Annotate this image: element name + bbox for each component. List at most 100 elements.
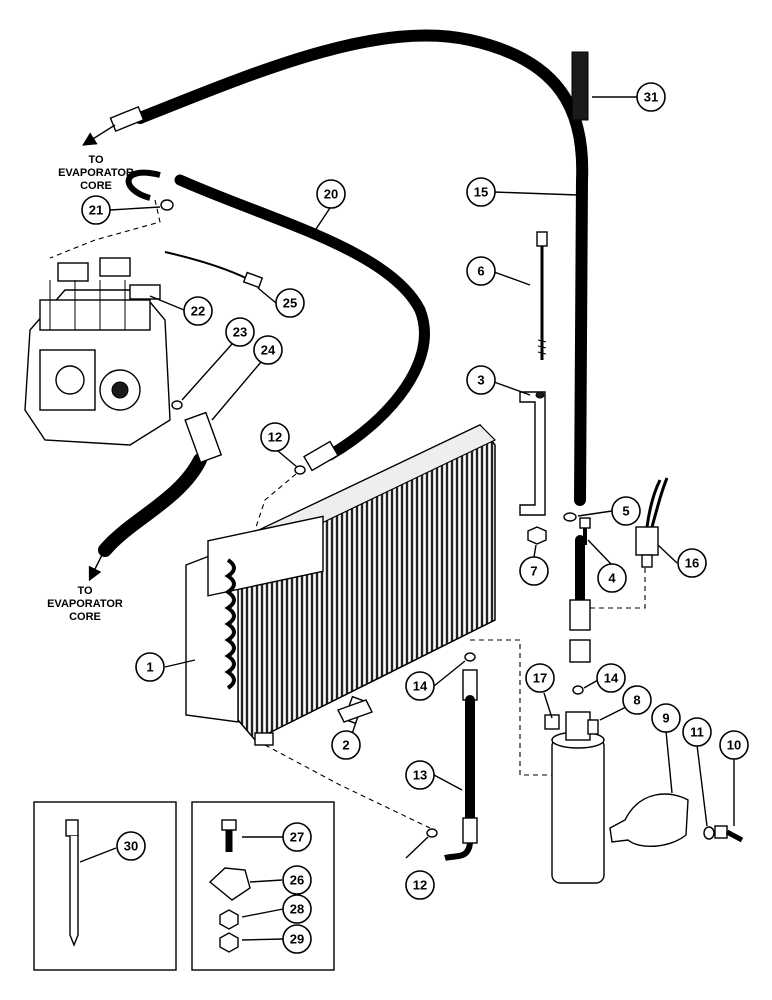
svg-text:5: 5	[622, 504, 629, 519]
o-ring-21	[160, 199, 174, 211]
leader-5	[577, 510, 613, 517]
callout-10: 10	[719, 730, 749, 760]
o-ring-12-upper	[294, 465, 306, 475]
callout-20: 20	[316, 179, 346, 209]
leader-3	[493, 381, 531, 396]
insulation-strip-31	[571, 51, 589, 121]
svg-text:17: 17	[533, 671, 547, 686]
svg-text:6: 6	[477, 264, 484, 279]
svg-text:21: 21	[89, 203, 103, 218]
svg-text:12: 12	[268, 430, 282, 445]
leader-7	[533, 544, 537, 558]
svg-text:20: 20	[324, 187, 338, 202]
wing-screw-2	[337, 695, 373, 725]
discharge-hose-top	[109, 29, 589, 506]
svg-text:1: 1	[146, 660, 153, 675]
wire-25	[164, 251, 251, 281]
leader-30	[79, 847, 117, 863]
caption-to-evaporator-top: TO EVAPORATOR CORE	[58, 154, 134, 192]
callout-5: 5	[611, 496, 641, 526]
svg-text:25: 25	[283, 296, 297, 311]
washer-11	[703, 826, 715, 840]
arrow-to-evaporator-top	[82, 124, 116, 146]
svg-text:31: 31	[644, 90, 658, 105]
bolt-6	[536, 231, 548, 360]
callout-24: 24	[253, 335, 283, 365]
svg-text:26: 26	[290, 873, 304, 888]
callout-16: 16	[677, 548, 707, 578]
callout-26: 26	[282, 865, 312, 895]
leader-6	[493, 271, 531, 286]
callout-6: 6	[466, 256, 496, 286]
bolt-27	[221, 819, 237, 852]
svg-text:7: 7	[530, 564, 537, 579]
dashed-line-12-lower	[264, 744, 431, 829]
callout-7: 7	[519, 556, 549, 586]
callout-11: 11	[682, 717, 712, 747]
svg-text:14: 14	[413, 679, 428, 694]
pressure-switch-16	[635, 477, 669, 568]
svg-text:2: 2	[342, 738, 349, 753]
pipe-lower	[569, 535, 591, 663]
callout-2: 2	[331, 730, 361, 760]
o-ring-14-right	[572, 685, 584, 695]
svg-text:16: 16	[685, 556, 699, 571]
leader-1	[164, 659, 196, 668]
svg-text:EVAPORATOR: EVAPORATOR	[47, 598, 123, 610]
svg-text:TO: TO	[88, 154, 104, 166]
svg-text:29: 29	[290, 932, 304, 947]
svg-text:9: 9	[662, 711, 669, 726]
callout-27: 27	[282, 822, 312, 852]
svg-text:4: 4	[608, 571, 616, 586]
receiver-drier-8	[544, 711, 605, 884]
leader-12-upper	[277, 450, 298, 468]
bracket-3	[519, 391, 546, 516]
suction-hose-24	[98, 411, 223, 557]
callout-14-right: 14	[596, 663, 626, 693]
clamp-26	[208, 867, 251, 901]
dashed-line-16	[590, 568, 646, 609]
leader-22	[149, 295, 185, 311]
callout-17: 17	[525, 663, 555, 693]
leader-15	[493, 191, 579, 196]
callout-4: 4	[597, 563, 627, 593]
cable-tie-30	[65, 819, 79, 947]
leader-28	[241, 908, 284, 918]
washer-23	[171, 400, 183, 410]
hose-20	[125, 169, 430, 472]
compressor	[24, 257, 171, 446]
callout-9: 9	[651, 703, 681, 733]
callout-23: 23	[225, 317, 255, 347]
svg-text:10: 10	[727, 738, 741, 753]
dashed-line-21	[49, 199, 161, 259]
svg-text:13: 13	[413, 768, 427, 783]
dashed-line-13	[470, 639, 555, 776]
callout-29: 29	[282, 924, 312, 954]
leader-11	[696, 744, 708, 827]
callout-30: 30	[116, 831, 146, 861]
strap-9	[609, 793, 689, 848]
callout-1: 1	[135, 652, 165, 682]
leader-23	[181, 343, 233, 401]
dashed-line-12-upper	[254, 473, 297, 531]
svg-text:3: 3	[477, 373, 484, 388]
svg-text:CORE: CORE	[80, 180, 112, 192]
leader-9	[665, 730, 673, 794]
leader-25	[257, 287, 277, 304]
nut-28	[219, 909, 239, 930]
svg-text:30: 30	[124, 839, 138, 854]
condenser	[185, 424, 497, 746]
svg-text:TO: TO	[77, 585, 93, 597]
callout-31: 31	[636, 82, 666, 112]
svg-text:11: 11	[690, 725, 704, 740]
leader-8	[599, 706, 627, 721]
svg-text:8: 8	[633, 693, 640, 708]
leader-17	[543, 692, 553, 719]
svg-text:14: 14	[604, 671, 619, 686]
callout-12-lower: 12	[405, 870, 435, 900]
callout-22: 22	[183, 296, 213, 326]
nut-7	[527, 526, 547, 545]
callout-15: 15	[466, 177, 496, 207]
callout-25: 25	[275, 288, 305, 318]
